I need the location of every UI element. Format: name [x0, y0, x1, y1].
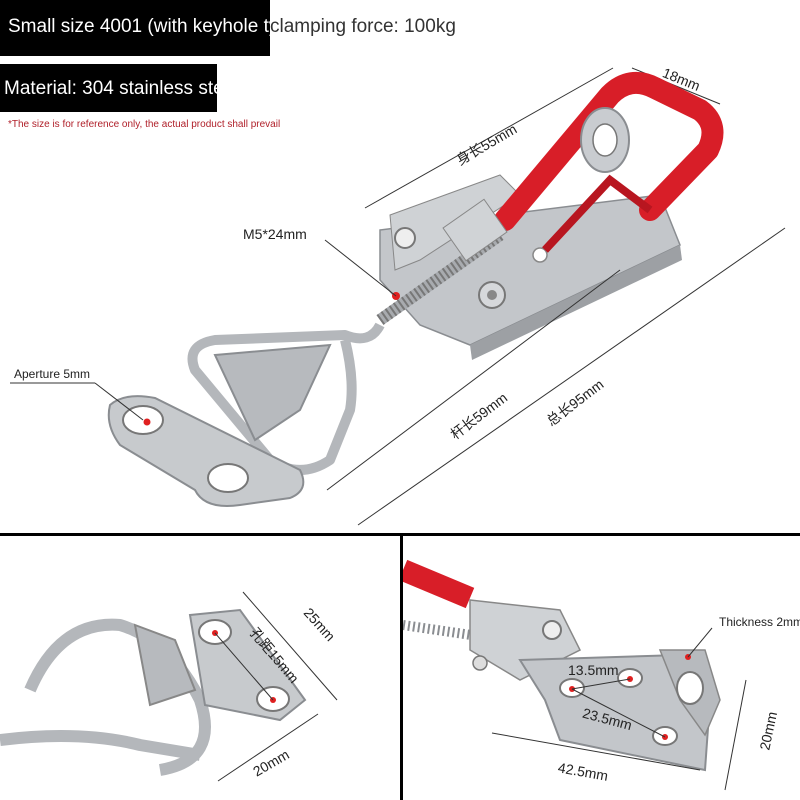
label-plate-height: 25mm — [301, 605, 339, 645]
material-banner-text: Material: 304 stainless stee — [4, 78, 217, 99]
label-screw: M5*24mm — [243, 226, 307, 242]
base-plate-detail: 13.5mm 23.5mm Thickness 2mm 42.5mm 20mm — [403, 559, 800, 791]
label-rod-length: 杆长59mm — [447, 389, 510, 442]
label-thickness: Thickness 2mm — [719, 615, 800, 629]
label-base-height: 20mm — [756, 710, 780, 751]
panel-divider-horizontal — [0, 533, 800, 536]
spec-banner-overflow: clamping force: 100kg — [270, 16, 456, 37]
label-plate-width: 20mm — [250, 746, 292, 779]
size-disclaimer: *The size is for reference only, the act… — [8, 119, 281, 130]
dimension-screw: M5*24mm — [243, 226, 397, 297]
threaded-screw — [376, 198, 508, 325]
label-total-length: 总长95mm — [543, 376, 606, 429]
dimension-aperture: Aperture 5mm — [10, 367, 144, 421]
spec-banner-text: Small size 4001 (with keyhole type) — [8, 16, 270, 37]
panel-divider-vertical — [400, 535, 403, 800]
label-body-length: 身长55mm — [454, 121, 520, 168]
spec-banner: Small size 4001 (with keyhole type) — [0, 0, 270, 56]
label-aperture: Aperture 5mm — [14, 367, 90, 381]
material-banner: Material: 304 stainless stee — [0, 64, 217, 112]
red-handle — [494, 71, 724, 253]
label-hole-gap: 13.5mm — [568, 662, 619, 678]
keyhole-plate-detail: 孔距15mm 25mm 20mm — [0, 591, 339, 782]
label-base-width: 42.5mm — [557, 759, 610, 784]
main-product-illustration: 18mm 身长55mm M5*24mm — [10, 64, 786, 526]
